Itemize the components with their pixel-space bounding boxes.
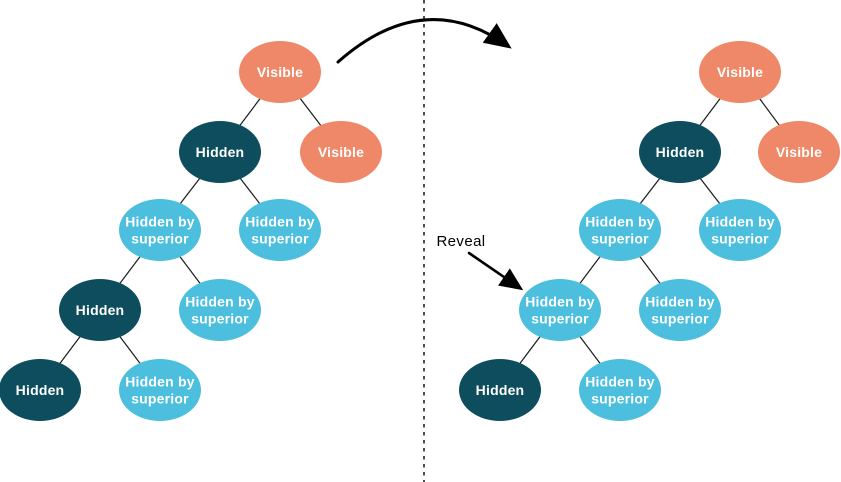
tree-node-label: Visible bbox=[776, 144, 822, 160]
tree-node-hidden: Hidden bbox=[0, 359, 81, 421]
hidden_by_superior-ellipse bbox=[239, 199, 321, 261]
hidden-ellipse bbox=[639, 121, 721, 183]
tree-node-label: Hidden bbox=[656, 144, 705, 160]
hidden_by_superior-ellipse bbox=[179, 279, 261, 341]
hidden_by_superior-ellipse bbox=[579, 199, 661, 261]
hidden-ellipse bbox=[459, 359, 541, 421]
reveal-label: Reveal bbox=[436, 233, 485, 250]
tree-node-label: Hidden bbox=[76, 302, 125, 318]
reveal-annotation: Reveal bbox=[436, 233, 524, 291]
hidden_by_superior-ellipse bbox=[579, 359, 661, 421]
tree-node-label: Visible bbox=[257, 64, 303, 80]
tree-node-visible: Visible bbox=[758, 121, 840, 183]
visible-ellipse bbox=[300, 121, 382, 183]
hidden_by_superior-ellipse bbox=[519, 279, 601, 341]
hidden_by_superior-ellipse bbox=[119, 199, 201, 261]
reveal-arrow bbox=[467, 251, 524, 291]
tree-node-hidden: Hidden bbox=[639, 121, 721, 183]
hidden_by_superior-ellipse bbox=[699, 199, 781, 261]
tree-node-visible: Visible bbox=[699, 41, 781, 103]
tree-node-hidden: Hidden bbox=[179, 121, 261, 183]
visible-ellipse bbox=[758, 121, 840, 183]
hidden-ellipse bbox=[0, 359, 81, 421]
tree-node-hidden: Hidden bbox=[59, 279, 141, 341]
visible-ellipse bbox=[239, 41, 321, 103]
tree-node-label: Visible bbox=[717, 64, 763, 80]
visible-ellipse bbox=[699, 41, 781, 103]
hidden_by_superior-ellipse bbox=[119, 359, 201, 421]
tree-node-hidden: Hidden bbox=[459, 359, 541, 421]
transition-arrow bbox=[336, 18, 512, 64]
tree-node-label: Hidden bbox=[476, 382, 525, 398]
hidden-ellipse bbox=[59, 279, 141, 341]
tree-node-label: Hidden bbox=[196, 144, 245, 160]
tree-node-label: Visible bbox=[318, 144, 364, 160]
tree-node-visible: Visible bbox=[300, 121, 382, 183]
tree-node-label: Hidden bbox=[16, 382, 65, 398]
hidden_by_superior-ellipse bbox=[639, 279, 721, 341]
hidden-ellipse bbox=[179, 121, 261, 183]
tree-node-visible: Visible bbox=[239, 41, 321, 103]
